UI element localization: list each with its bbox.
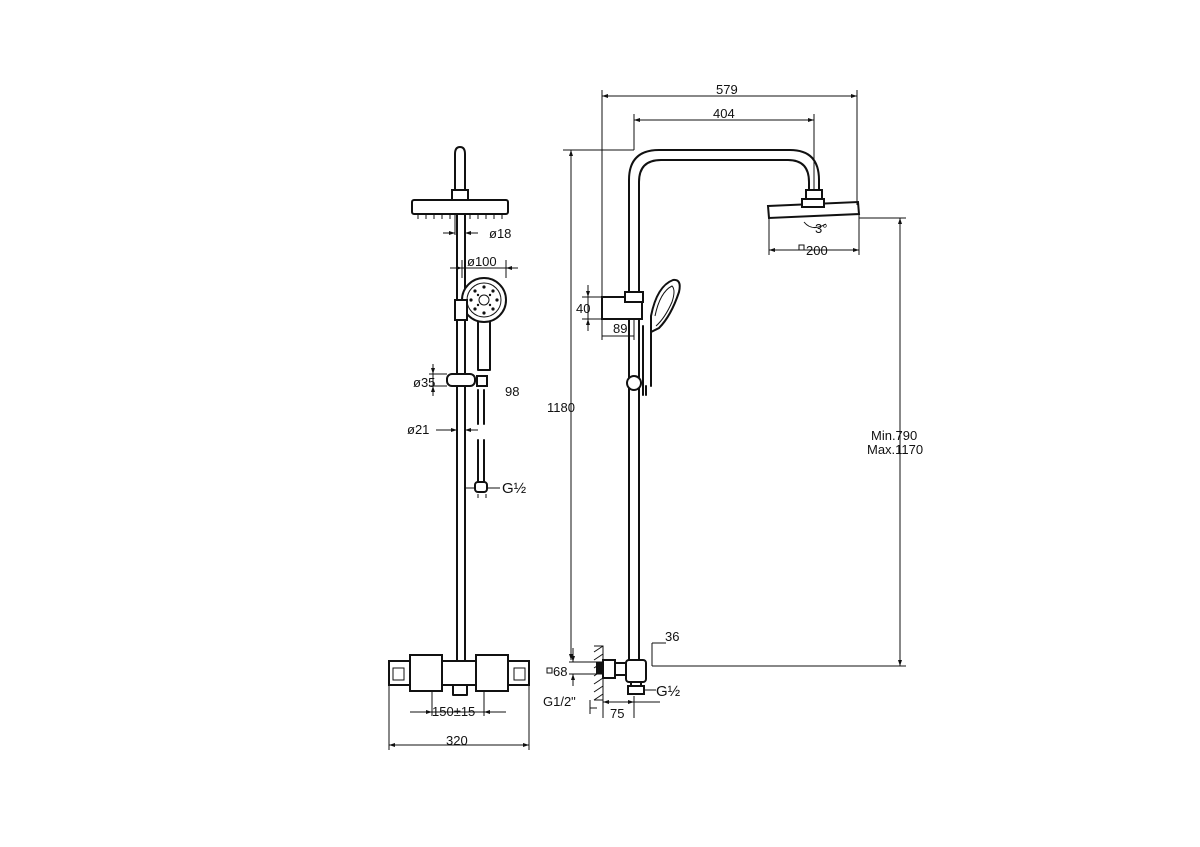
label-89: 89 [613, 321, 627, 336]
front-view: ø18 ø100 [388, 146, 530, 750]
front-dim-g12 [464, 487, 500, 498]
front-hose-lower [477, 439, 485, 483]
label-75: 75 [610, 706, 624, 721]
side-dim-75 [602, 686, 660, 718]
front-hose-connector [474, 481, 488, 493]
side-rail-lower [628, 318, 640, 663]
side-bracket-collar [624, 291, 644, 303]
label-min790: Min.790 [871, 428, 917, 443]
label-579: 579 [716, 82, 738, 97]
side-dim-36 [651, 642, 666, 666]
front-hand-shower [461, 277, 507, 371]
side-dim-404 [633, 114, 815, 190]
side-bracket-ring [626, 375, 642, 391]
label-max1170: Max.1170 [867, 442, 923, 457]
label-68: 68 [553, 664, 567, 679]
label-404: 404 [713, 106, 735, 121]
front-dim-320 [388, 685, 530, 750]
label-3deg: 3° [815, 221, 827, 236]
label-d18: ø18 [489, 226, 511, 241]
side-dim-40 [582, 285, 602, 331]
front-dim-d100 [450, 260, 518, 278]
side-hand-shower [650, 278, 681, 334]
side-dim-68 [546, 648, 603, 686]
front-head-nut [451, 189, 469, 201]
side-hand-handle [642, 325, 652, 387]
side-g12inch-leader [589, 700, 597, 714]
front-head-shower [411, 199, 509, 219]
front-dim-d35 [429, 364, 447, 396]
front-slider [454, 299, 468, 321]
label-98: 98 [505, 384, 519, 399]
front-rail [456, 213, 466, 661]
label-36: 36 [665, 629, 679, 644]
label-d35: ø35 [413, 375, 435, 390]
side-riser-arm [628, 149, 820, 294]
label-200: 200 [806, 243, 828, 258]
label-150: 150±15 [432, 704, 475, 719]
front-valve [388, 654, 530, 696]
side-head-neck [801, 198, 825, 208]
side-dim-1180 [563, 149, 634, 660]
label-d21: ø21 [407, 422, 429, 437]
side-dim-579 [601, 90, 858, 297]
label-1180: 1180 [547, 400, 575, 415]
front-bracket [446, 373, 488, 387]
label-g12-side: G½ [656, 683, 681, 700]
label-320: 320 [446, 733, 468, 748]
side-tilt-arc [803, 221, 827, 228]
side-dim-200 [768, 214, 860, 255]
front-dim-d21 [436, 428, 478, 432]
front-top-pipe [454, 146, 466, 191]
side-hand-shower-inner [654, 285, 675, 327]
side-wall-connection [593, 645, 647, 701]
front-hose-upper [477, 389, 485, 425]
side-dim-minmax [652, 217, 906, 667]
label-d100: ø100 [467, 254, 497, 269]
label-40: 40 [576, 301, 590, 316]
side-view: 3° 200 579 404 1180 [543, 82, 923, 721]
side-hose [642, 385, 647, 396]
front-dim-d18 [443, 214, 478, 235]
label-g12-front: G½ [502, 480, 527, 497]
front-dim-150 [410, 691, 506, 716]
label-g12inch: G1/2" [543, 694, 576, 709]
